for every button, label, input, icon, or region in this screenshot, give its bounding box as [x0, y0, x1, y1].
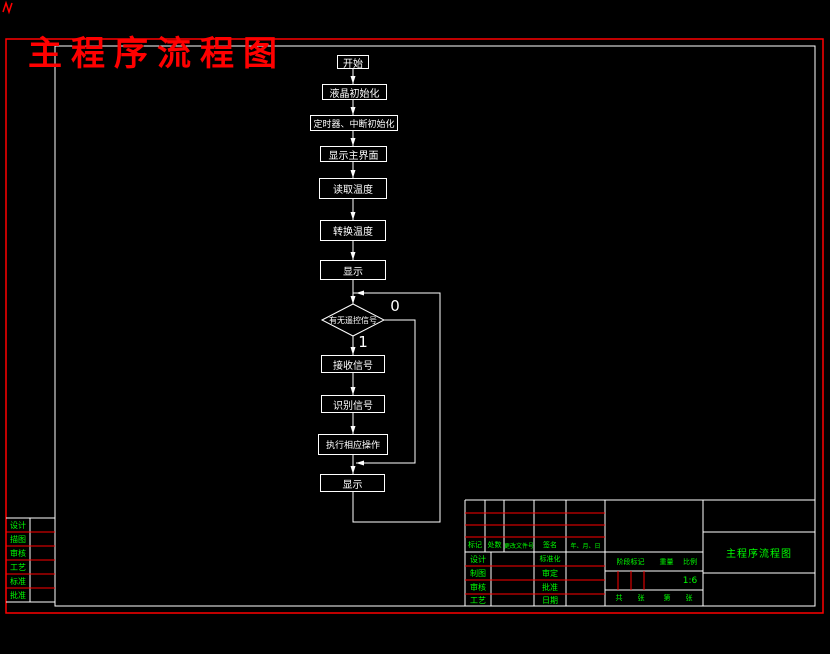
strip-row-approve: 批准 [10, 590, 26, 600]
strip-row-process: 工艺 [10, 562, 26, 572]
node-start: 开始 [337, 55, 369, 70]
tb-weight-label: 重量 [659, 557, 674, 566]
decision-diamond [320, 303, 386, 337]
tb-sign-approve: 批准 [542, 582, 558, 592]
tb-stage-label: 阶段标记 [616, 557, 645, 566]
node-timer-init: 定时器、中断初始化 [310, 115, 398, 131]
tb-header-date: 年、月、日 [570, 542, 601, 550]
branch-label-1: 1 [358, 333, 368, 351]
flowchart-arrowheads [350, 76, 364, 474]
tb-drawing-title: 主程序流程图 [726, 549, 792, 560]
node-show-main: 显示主界面 [320, 146, 387, 162]
corner-mark [2, 0, 13, 15]
node-display-1: 显示 [320, 260, 386, 280]
tb-sheet-total-unit: 张 [637, 594, 645, 602]
tb-sheet-total-label: 共 [615, 594, 623, 602]
tb-sign-date: 日期 [542, 595, 558, 605]
outer-frame [5, 38, 824, 614]
node-execute: 执行相应操作 [318, 434, 388, 455]
tb-header-count: 处数 [487, 541, 502, 549]
tb-sign-draw: 制图 [470, 568, 486, 578]
sheet-title: 主程序流程图 [28, 34, 286, 74]
node-convert-temp: 转换温度 [320, 220, 386, 241]
tb-sign-standardize: 标准化 [539, 555, 561, 563]
tb-sign-design: 设计 [470, 554, 486, 564]
strip-row-design: 设计 [10, 520, 26, 530]
strip-row-trace: 描图 [10, 534, 26, 544]
margin-strip-table [6, 517, 55, 603]
tb-sign-review: 审定 [542, 568, 558, 578]
node-lcd-init: 液晶初始化 [322, 84, 387, 100]
inner-frame [54, 45, 816, 607]
title-block-lines [464, 499, 815, 606]
tb-header-mark: 标记 [468, 541, 482, 549]
node-decision-label: 有无遥控信号 [329, 315, 377, 325]
tb-sign-check: 审核 [470, 582, 486, 592]
tb-sheet-no-label: 第 [663, 594, 671, 602]
tb-sheet-no-unit: 张 [685, 594, 693, 602]
tb-header-signature: 签名 [543, 541, 557, 549]
tb-header-change-file: 更改文件号 [504, 542, 534, 550]
tb-sign-process: 工艺 [470, 595, 486, 605]
node-receive: 接收信号 [321, 355, 385, 373]
tb-scale-label: 比例 [683, 557, 697, 566]
strip-row-check: 审核 [10, 548, 26, 558]
node-display-2: 显示 [320, 474, 385, 492]
strip-row-standard: 标准 [10, 576, 26, 586]
branch-label-0: 0 [390, 297, 400, 315]
node-identify: 识别信号 [321, 395, 385, 413]
node-read-temp: 读取温度 [319, 178, 387, 199]
tb-scale-value: 1:6 [682, 575, 698, 586]
